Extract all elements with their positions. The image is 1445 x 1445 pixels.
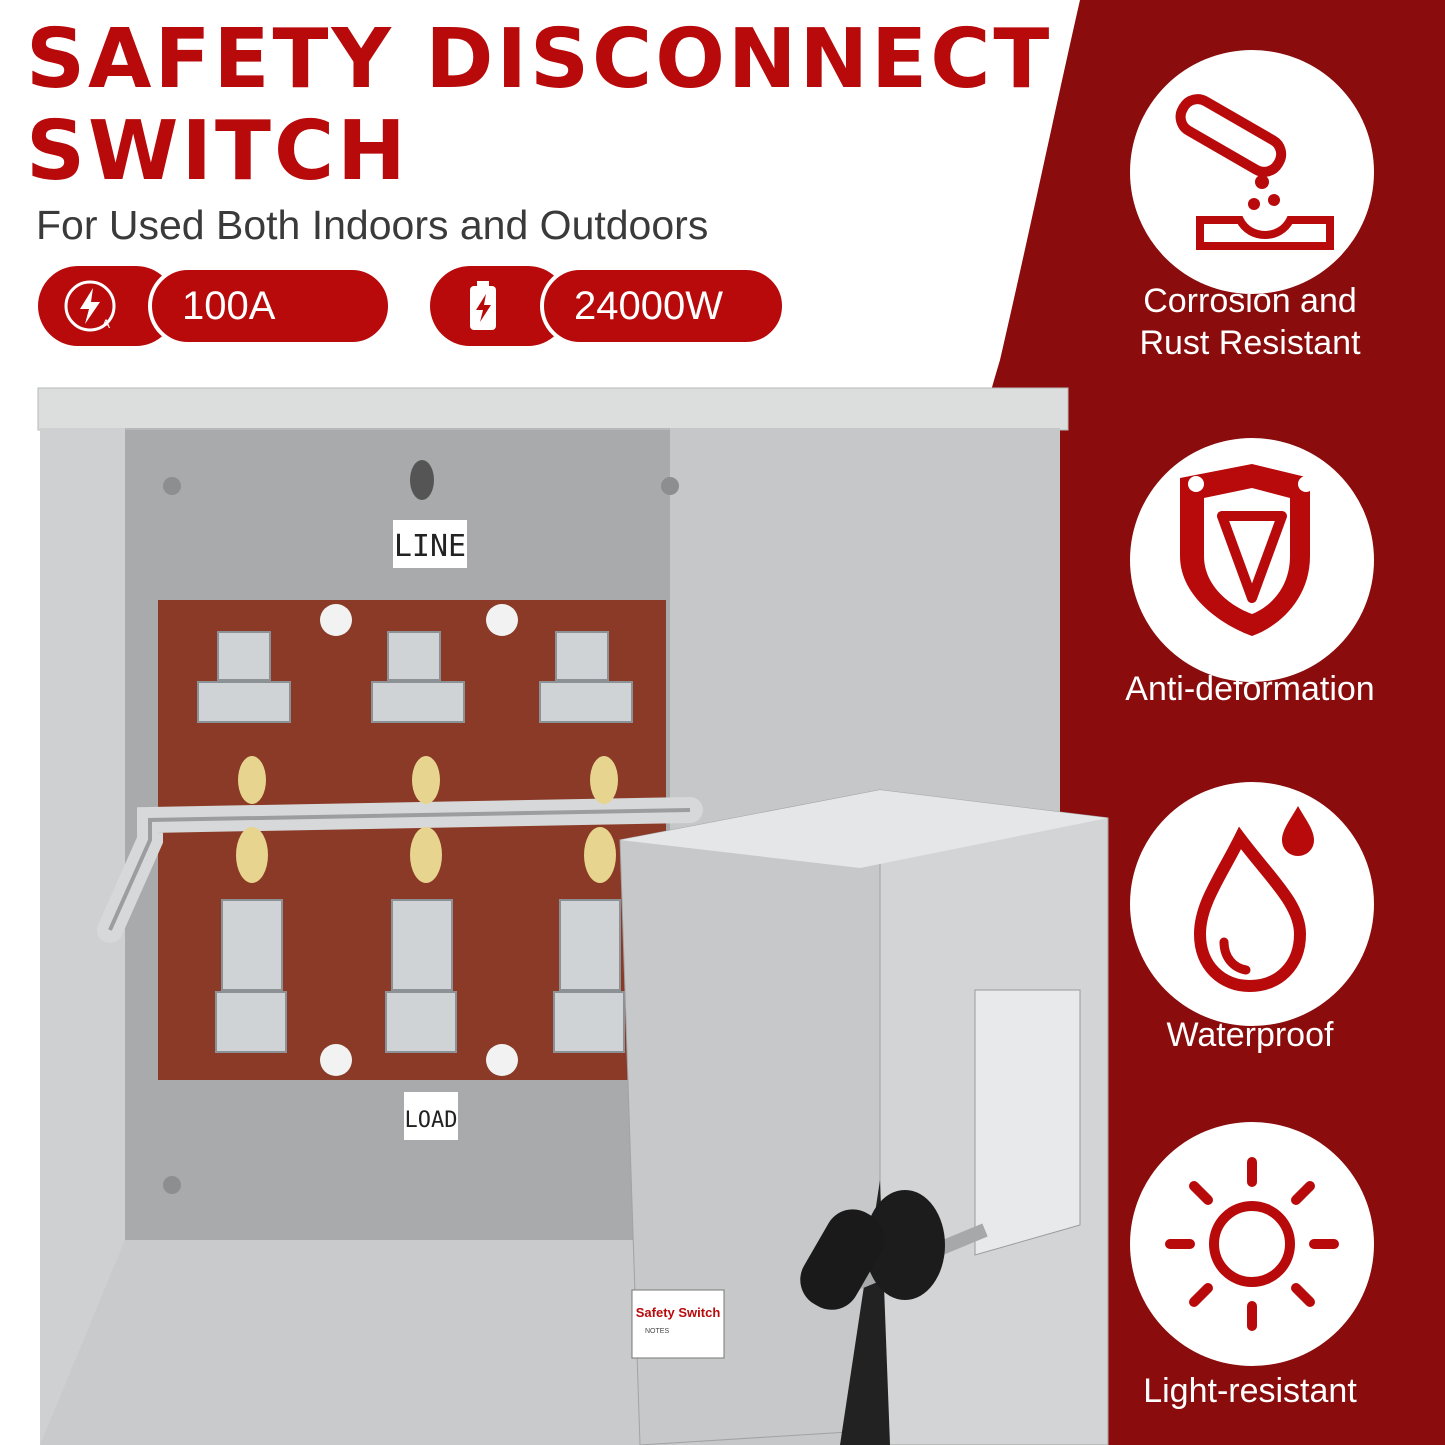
corrosion-icon (1175, 94, 1334, 250)
feature-corrosion-label: Corrosion and Rust Resistant (1080, 280, 1420, 364)
notes-label: NOTES (645, 1328, 669, 1335)
feature-corrosion-circle (1130, 50, 1374, 294)
feature-corrosion-line2: Rust Resistant (1139, 324, 1361, 362)
feature-deformation-label: Anti-deformation (1125, 670, 1375, 708)
safety-switch-label: Safety Switch (636, 1305, 721, 1320)
water-drop-icon (1193, 806, 1314, 993)
title-line-1: SAFETY DISCONNECT (26, 12, 1053, 107)
feature-waterproof-label: Waterproof (1166, 1016, 1334, 1054)
page-title: SAFETY DISCONNECT SWITCH (26, 14, 1052, 198)
feature-waterproof-circle (1130, 782, 1374, 1026)
line-label: LINE (394, 529, 466, 564)
title-line-2: SWITCH (26, 104, 409, 199)
svg-text:A: A (102, 317, 110, 331)
spec-current-label: 100A (148, 266, 392, 346)
product-illustration: LINE LOAD Safety Switch NOTES (37, 387, 1109, 1445)
spec-power-label: 24000W (540, 266, 786, 346)
feature-light-circle (1130, 1122, 1374, 1366)
shield-icon (1180, 464, 1314, 636)
sun-icon (1165, 1157, 1339, 1331)
feature-deformation-circle (1130, 438, 1374, 682)
feature-corrosion-line1: Corrosion and (1143, 282, 1357, 320)
load-label: LOAD (405, 1108, 458, 1133)
subtitle: For Used Both Indoors and Outdoors (36, 202, 709, 248)
feature-light-label: Light-resistant (1143, 1372, 1357, 1410)
